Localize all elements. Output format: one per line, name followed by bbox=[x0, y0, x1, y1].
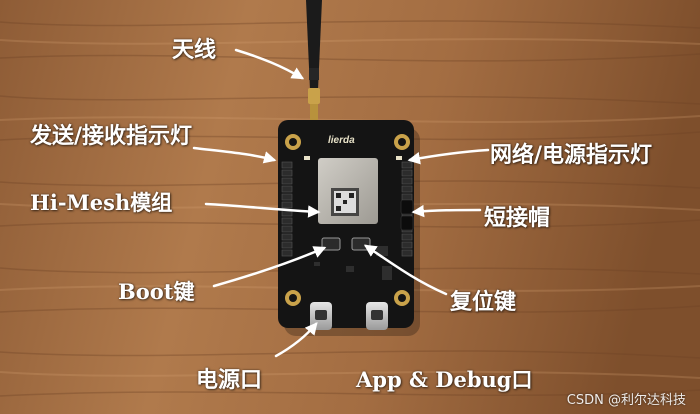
mounting-holes bbox=[285, 134, 410, 306]
label-boot-key: Boot键 bbox=[118, 279, 195, 304]
boot-button bbox=[321, 237, 341, 251]
pin-header-left bbox=[281, 161, 293, 257]
led-tx-rx bbox=[304, 156, 310, 160]
label-power-port: 电源口 bbox=[196, 368, 263, 393]
arrow-tx-rx-led bbox=[192, 146, 277, 164]
arrow-antenna bbox=[234, 48, 305, 80]
hi-mesh-module bbox=[318, 158, 378, 224]
arrow-jumper bbox=[411, 204, 482, 218]
jumper-caps bbox=[400, 199, 414, 231]
arrow-reset-key bbox=[363, 244, 448, 296]
led-network-power bbox=[396, 156, 402, 160]
board-brand: lierda bbox=[328, 135, 355, 146]
arrow-module bbox=[204, 202, 321, 218]
components bbox=[314, 246, 392, 280]
label-app-debug-port: App & Debug口 bbox=[356, 367, 533, 392]
arrow-boot-key bbox=[212, 246, 327, 288]
arrow-network-power-led bbox=[407, 148, 490, 165]
label-module: Hi-Mesh模组 bbox=[30, 190, 173, 215]
label-network-power-led: 网络/电源指示灯 bbox=[490, 143, 653, 168]
antenna bbox=[306, 0, 322, 122]
label-antenna: 天线 bbox=[172, 38, 217, 63]
label-jumper: 短接帽 bbox=[484, 206, 551, 231]
label-reset-key: 复位键 bbox=[450, 290, 517, 315]
watermark: CSDN @利尔达科技 bbox=[566, 393, 686, 408]
arrow-power-port bbox=[274, 322, 318, 358]
label-tx-rx-led: 发送/接收指示灯 bbox=[30, 124, 193, 149]
